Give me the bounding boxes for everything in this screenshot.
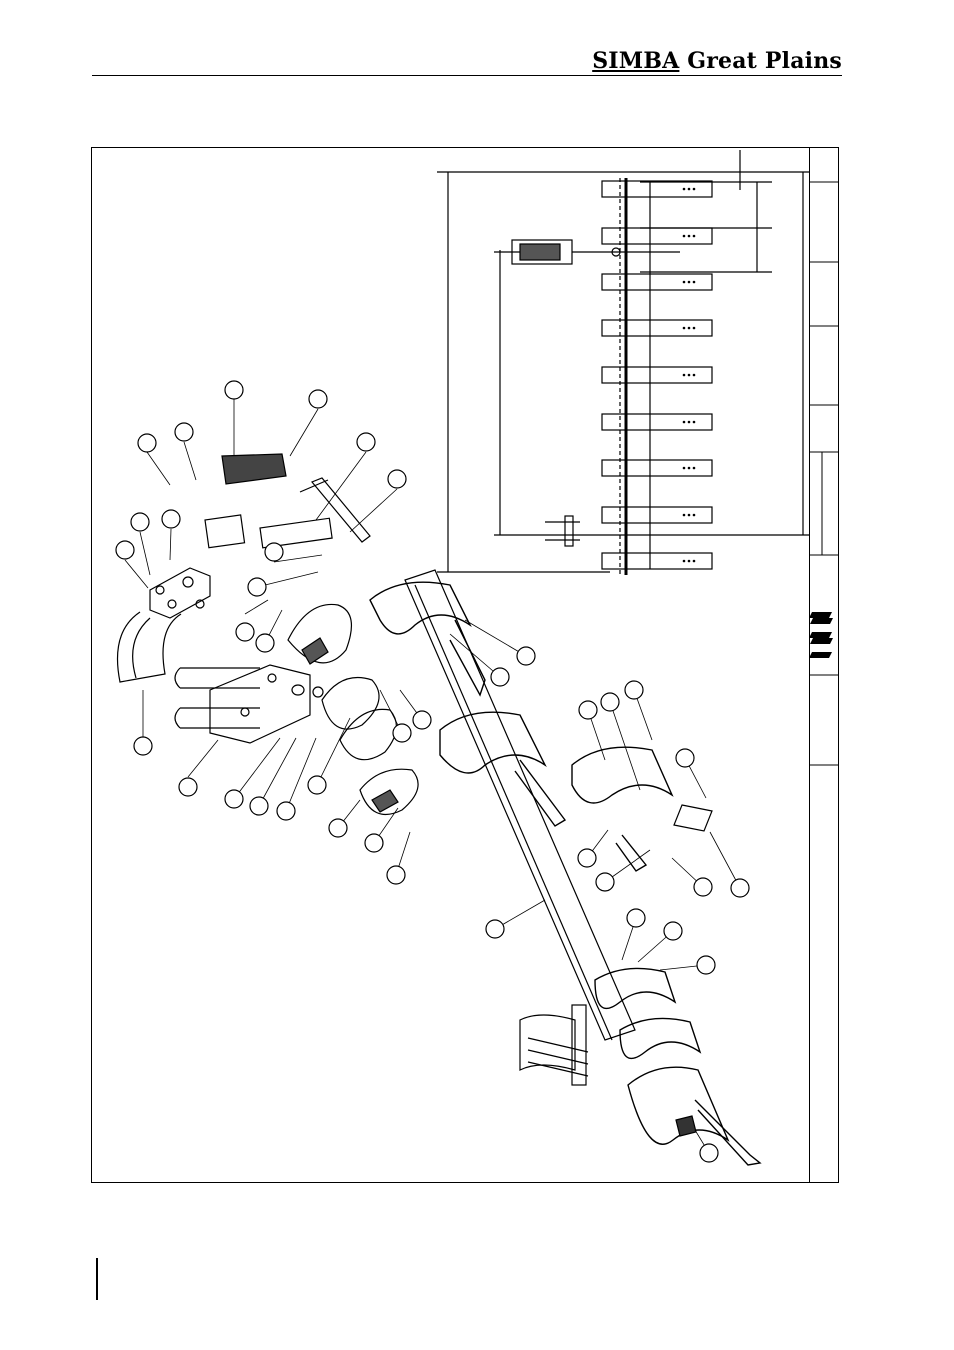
title-block-dividers — [809, 182, 839, 765]
page-margin-bar — [96, 1258, 98, 1300]
plan-view-inset — [437, 150, 810, 575]
rear-frame — [520, 1005, 588, 1085]
tine-clamps — [288, 604, 418, 814]
plan-rear-bracket — [545, 516, 580, 546]
mounting-plate — [210, 665, 323, 743]
leader-lines — [125, 399, 740, 1153]
title-block-logo — [809, 612, 833, 658]
plan-tine-rows — [602, 181, 712, 569]
spring-tines — [370, 582, 760, 1165]
callout-balloons — [116, 381, 749, 1162]
headstock-bracket — [150, 478, 370, 618]
hydraulic-ram — [205, 454, 332, 548]
main-beam — [405, 570, 635, 1040]
